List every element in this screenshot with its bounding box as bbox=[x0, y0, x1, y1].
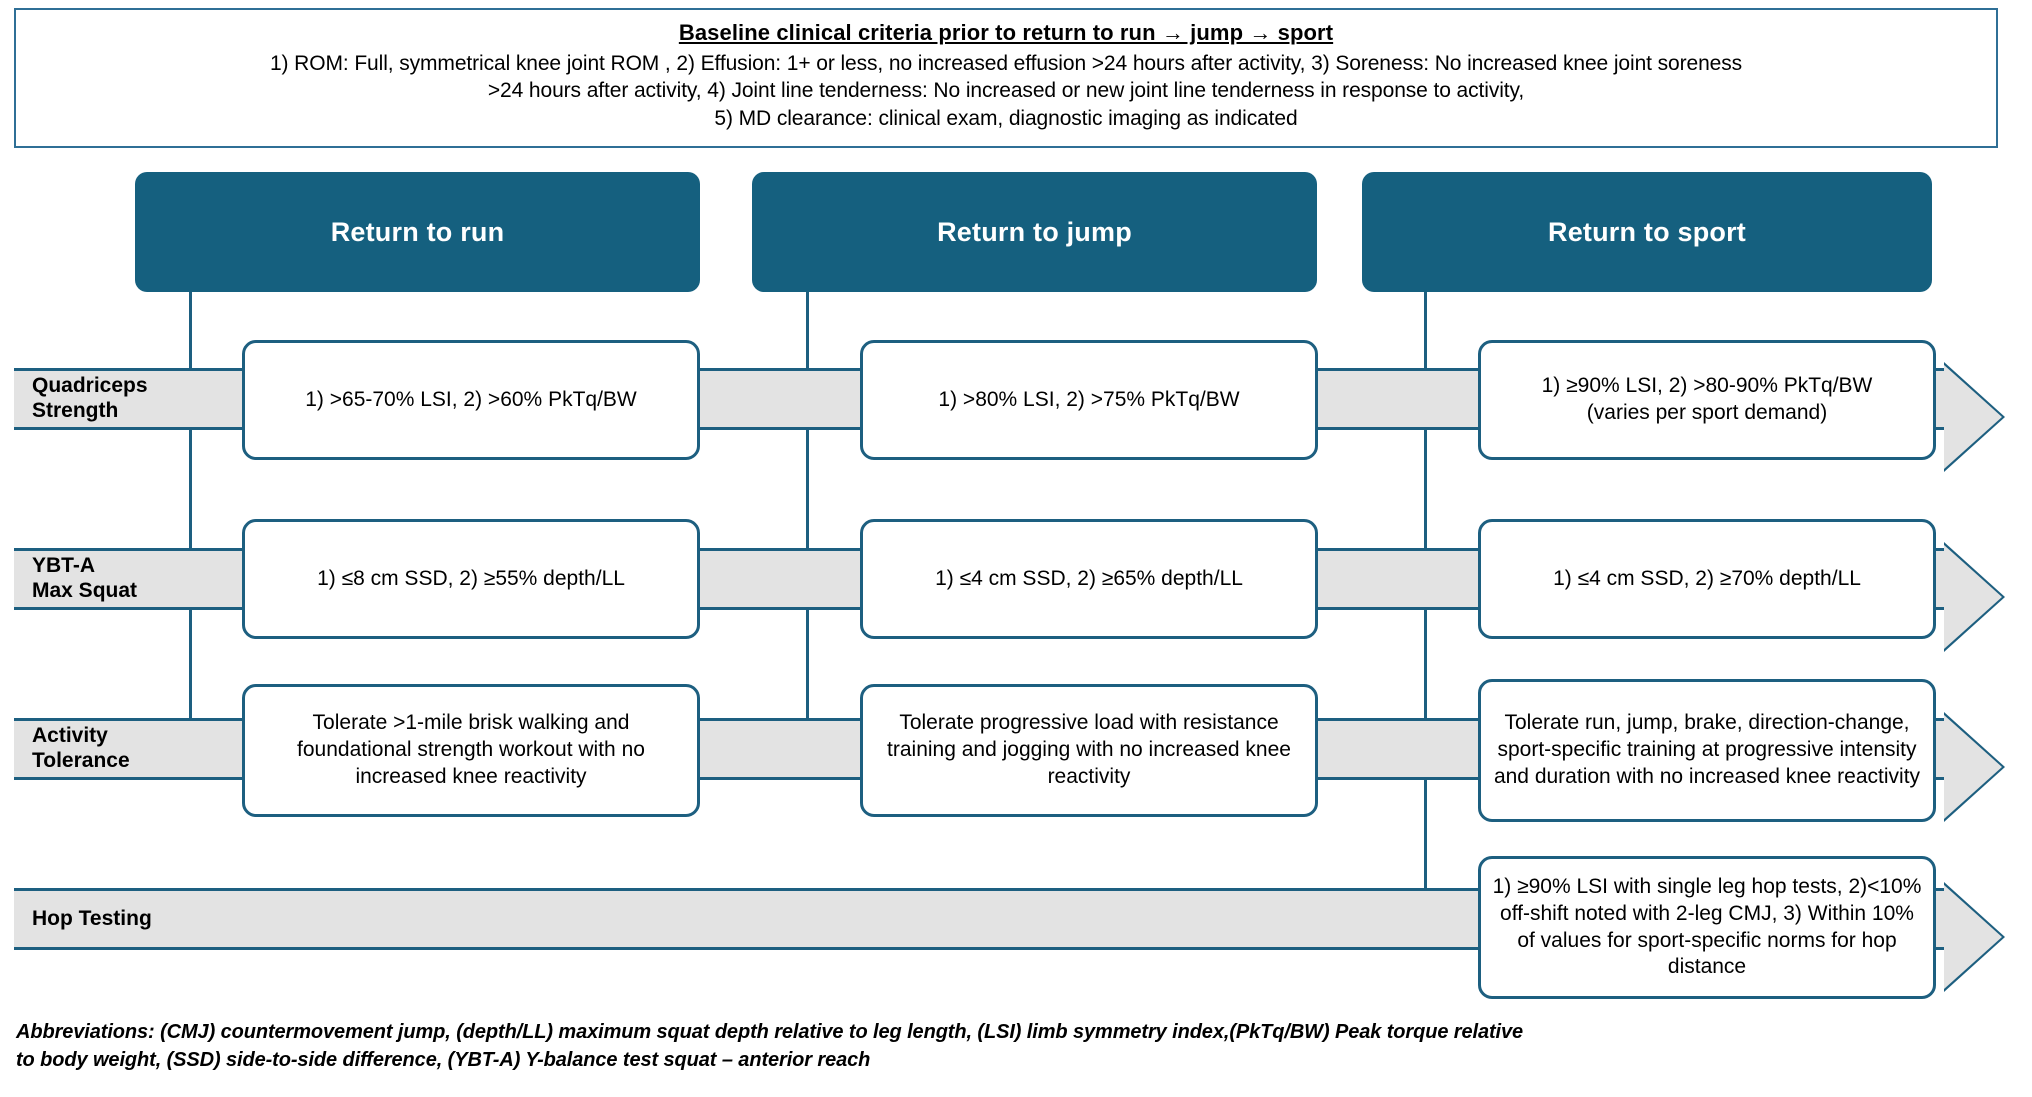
column-header-label: Return to sport bbox=[1548, 216, 1746, 247]
cell-text: 1) >80% LSI, 2) >75% PkTq/BW bbox=[938, 387, 1240, 411]
cell-quadriceps-jump[interactable]: 1) >80% LSI, 2) >75% PkTq/BW bbox=[860, 340, 1318, 460]
connector-line-sport bbox=[1424, 292, 1427, 947]
row-arrow-3 bbox=[1944, 715, 2002, 819]
cell-text: Tolerate progressive load with resistanc… bbox=[887, 711, 1291, 788]
cell-quadriceps-sport[interactable]: 1) ≥90% LSI, 2) >80-90% PkTq/BW (varies … bbox=[1478, 340, 1936, 460]
criteria-line-2: >24 hours after activity, 4) Joint line … bbox=[487, 79, 1525, 103]
cell-quadriceps-run[interactable]: 1) >65-70% LSI, 2) >60% PkTq/BW bbox=[242, 340, 700, 460]
abbreviations-footer: Abbreviations: (CMJ) countermovement jum… bbox=[16, 1018, 2006, 1075]
column-header-label: Return to run bbox=[330, 216, 505, 247]
cell-hop-testing-sport[interactable]: 1) ≥90% LSI with single leg hop tests, 2… bbox=[1478, 856, 1936, 999]
abbreviations-line-2: to body weight, (SSD) side-to-side diffe… bbox=[16, 1049, 871, 1072]
cell-text: 1) ≤4 cm SSD, 2) ≥65% depth/LL bbox=[935, 566, 1243, 590]
cell-text: Tolerate >1-mile brisk walking and found… bbox=[297, 711, 645, 788]
cell-text: 1) ≤4 cm SSD, 2) ≥70% depth/LL bbox=[1553, 566, 1861, 590]
row-arrow-2 bbox=[1944, 545, 2002, 649]
row-arrow-1 bbox=[1944, 365, 2002, 469]
cell-activity-jump[interactable]: Tolerate progressive load with resistanc… bbox=[860, 684, 1318, 817]
criteria-line-3: 5) MD clearance: clinical exam, diagnost… bbox=[714, 107, 1298, 131]
column-header-label: Return to jump bbox=[937, 216, 1132, 247]
cell-text: 1) ≤8 cm SSD, 2) ≥55% depth/LL bbox=[317, 566, 625, 590]
row-label-hop-testing: Hop Testing bbox=[32, 906, 152, 930]
row-label-ybt-a-max-squat: YBT-A Max Squat bbox=[32, 554, 138, 602]
criteria-title: Baseline clinical criteria prior to retu… bbox=[678, 20, 1334, 45]
column-header-return-to-jump[interactable]: Return to jump bbox=[752, 172, 1317, 292]
cell-text: Tolerate run, jump, brake, direction-cha… bbox=[1493, 711, 1921, 788]
row-arrow-4 bbox=[1944, 885, 2002, 989]
criteria-line-1: 1) ROM: Full, symmetrical knee joint ROM… bbox=[269, 51, 1743, 75]
column-header-return-to-sport[interactable]: Return to sport bbox=[1362, 172, 1932, 292]
cell-ybt-sport[interactable]: 1) ≤4 cm SSD, 2) ≥70% depth/LL bbox=[1478, 519, 1936, 639]
abbreviations-line-1: Abbreviations: (CMJ) countermovement jum… bbox=[16, 1021, 1524, 1043]
cell-activity-sport[interactable]: Tolerate run, jump, brake, direction-cha… bbox=[1478, 679, 1936, 822]
cell-ybt-jump[interactable]: 1) ≤4 cm SSD, 2) ≥65% depth/LL bbox=[860, 519, 1318, 639]
baseline-criteria-box: Baseline clinical criteria prior to retu… bbox=[14, 8, 1998, 148]
cell-text: 1) ≥90% LSI, 2) >80-90% PkTq/BW (varies … bbox=[1541, 374, 1873, 424]
connector-line-run bbox=[189, 292, 192, 779]
row-label-activity-tolerance: Activity Tolerance bbox=[32, 724, 130, 772]
cell-text: 1) ≥90% LSI with single leg hop tests, 2… bbox=[1492, 874, 1922, 979]
connector-line-jump bbox=[806, 292, 809, 779]
cell-text: 1) >65-70% LSI, 2) >60% PkTq/BW bbox=[305, 387, 637, 411]
column-header-return-to-run[interactable]: Return to run bbox=[135, 172, 700, 292]
cell-ybt-run[interactable]: 1) ≤8 cm SSD, 2) ≥55% depth/LL bbox=[242, 519, 700, 639]
row-label-quadriceps-strength: Quadriceps Strength bbox=[32, 374, 148, 422]
cell-activity-run[interactable]: Tolerate >1-mile brisk walking and found… bbox=[242, 684, 700, 817]
